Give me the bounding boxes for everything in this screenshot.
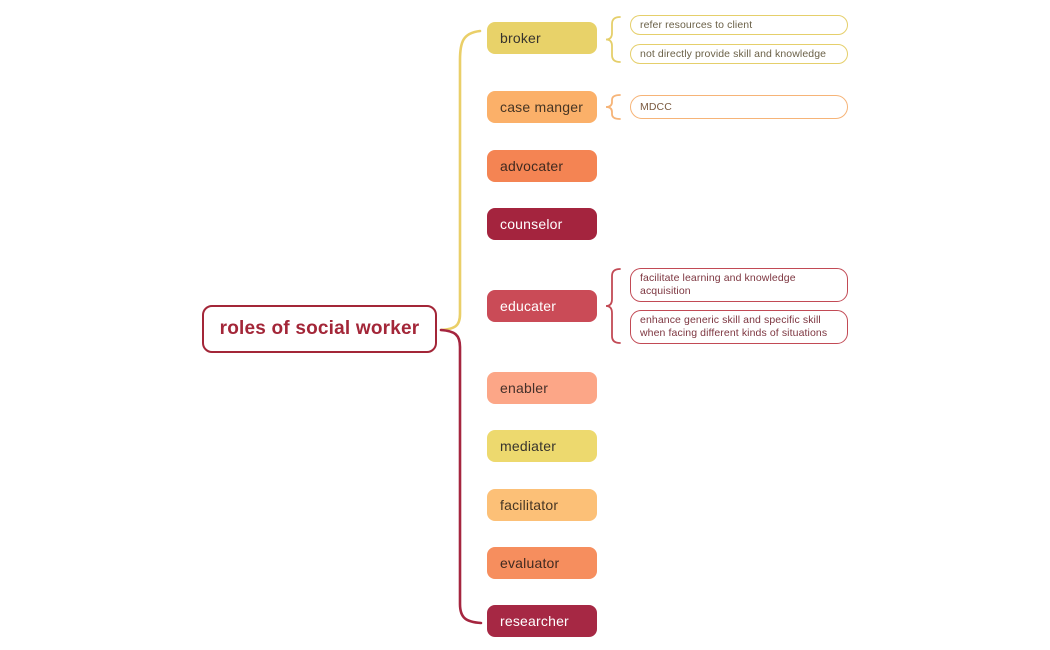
branch-node-facilitator[interactable]: facilitator (487, 489, 597, 521)
child-note-refer-resources[interactable]: refer resources to client (630, 15, 848, 35)
branch-node-case-manger[interactable]: case manger (487, 91, 597, 123)
branch-node-evaluator[interactable]: evaluator (487, 547, 597, 579)
branch-node-researcher[interactable]: researcher (487, 605, 597, 637)
root-node-label: roles of social worker (219, 318, 420, 339)
child-note-not-directly-provide[interactable]: not directly provide skill and knowledge (630, 44, 848, 64)
branch-node-mediater[interactable]: mediater (487, 430, 597, 462)
branch-node-educater[interactable]: educater (487, 290, 597, 322)
branch-node-label: broker (500, 30, 541, 46)
branch-brace-educater (605, 268, 621, 344)
branch-node-label: evaluator (500, 555, 560, 571)
child-note-mdcc[interactable]: MDCC (630, 95, 848, 119)
branch-node-label: researcher (500, 613, 569, 629)
tree-connector-lower (439, 328, 483, 625)
branch-node-counselor[interactable]: counselor (487, 208, 597, 240)
branch-node-label: mediater (500, 438, 557, 454)
branch-node-label: advocater (500, 158, 564, 174)
branch-node-label: counselor (500, 216, 563, 232)
branch-node-advocater[interactable]: advocater (487, 150, 597, 182)
branch-node-label: facilitator (500, 497, 559, 513)
root-node[interactable]: roles of social worker (202, 305, 437, 353)
child-note-enhance-skill[interactable]: enhance generic skill and specific skill… (630, 310, 848, 344)
branch-node-enabler[interactable]: enabler (487, 372, 597, 404)
tree-connector-upper (439, 29, 482, 332)
child-note-facilitate-learning[interactable]: facilitate learning and knowledge acquis… (630, 268, 848, 302)
branch-node-label: educater (500, 298, 557, 314)
branch-node-label: case manger (500, 99, 584, 115)
branch-node-broker[interactable]: broker (487, 22, 597, 54)
branch-node-label: enabler (500, 380, 549, 396)
branch-brace-broker (605, 16, 621, 63)
branch-brace-case-manger (605, 94, 621, 120)
